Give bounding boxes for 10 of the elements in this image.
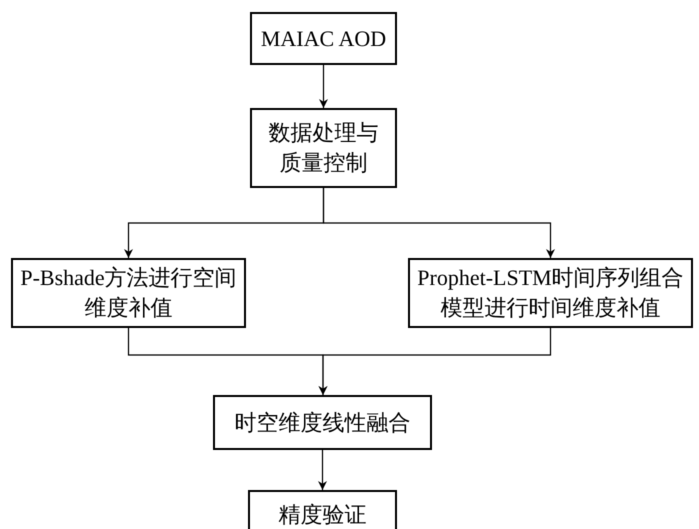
process-box: MAIAC AOD <box>250 12 397 65</box>
process-box: 精度验证 <box>248 490 397 529</box>
process-box: P-Bshade方法进行空间维度补值 <box>11 258 246 328</box>
arrow <box>319 65 328 108</box>
arrow <box>318 328 552 395</box>
process-box: 时空维度线性融合 <box>213 395 432 450</box>
process-box: 数据处理与质量控制 <box>250 108 397 188</box>
arrow <box>318 450 327 490</box>
process-box: Prophet-LSTM时间序列组合模型进行时间维度补值 <box>408 258 693 328</box>
arrow <box>322 188 555 258</box>
